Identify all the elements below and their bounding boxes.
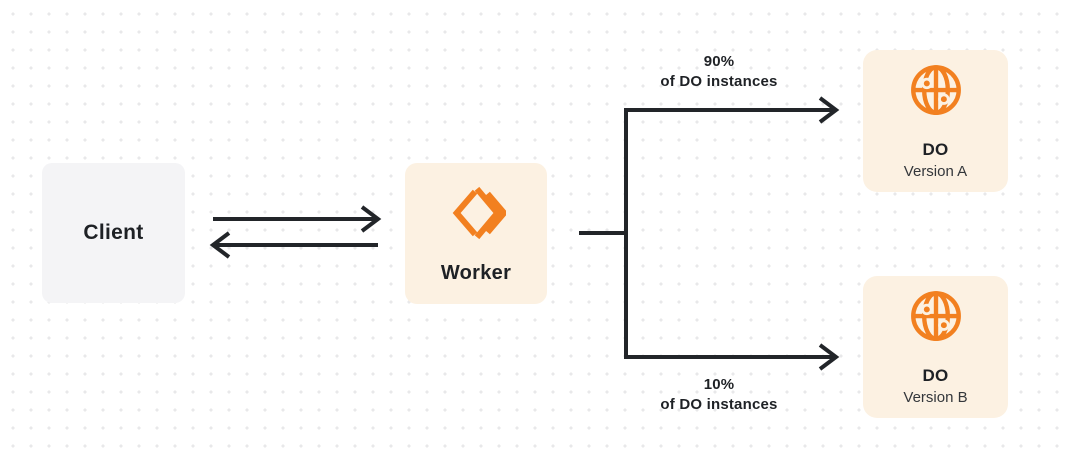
do-b-title: DO <box>922 366 949 385</box>
do-a-subtitle: Version A <box>903 163 968 180</box>
workers-chevrons-icon <box>446 183 506 243</box>
do-version-a-node: DO Version A <box>863 50 1008 192</box>
response-arrow-head-icon <box>209 231 231 259</box>
do-b-subtitle: Version B <box>903 389 968 406</box>
bottom-branch-label: 10% of DO instances <box>609 375 829 415</box>
bottom-branch-percent: 10% <box>703 376 735 393</box>
bottom-branch-caption: of DO instances <box>660 396 778 413</box>
worker-label: Worker <box>440 261 512 284</box>
worker-node: Worker <box>405 163 547 304</box>
client-node: Client <box>42 163 185 303</box>
client-label: Client <box>83 221 144 244</box>
branch-split-line <box>624 108 833 359</box>
request-arrow-head-icon <box>360 205 382 233</box>
branch-bottom-arrow-head-icon <box>818 343 840 371</box>
top-branch-percent: 90% <box>703 53 735 70</box>
globe-icon <box>908 62 964 118</box>
do-version-b-node: DO Version B <box>863 276 1008 418</box>
do-a-title: DO <box>922 140 949 159</box>
top-branch-label: 90% of DO instances <box>609 52 829 92</box>
branch-top-arrow-head-icon <box>818 96 840 124</box>
globe-icon <box>908 288 964 344</box>
top-branch-caption: of DO instances <box>660 73 778 90</box>
